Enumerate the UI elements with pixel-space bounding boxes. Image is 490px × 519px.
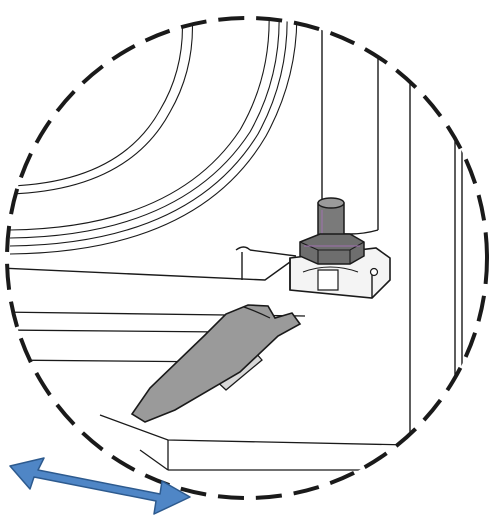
wrench-body bbox=[130, 304, 302, 423]
adjustable-foot-icon bbox=[289, 197, 391, 299]
open-end-wrench-icon bbox=[130, 304, 302, 423]
magnifier-outline bbox=[5, 16, 489, 500]
magnified-view bbox=[7, 18, 463, 471]
double-arrow-icon bbox=[9, 457, 191, 515]
lock-nut bbox=[299, 233, 365, 265]
cabinet-bottom-edge bbox=[7, 246, 297, 281]
drum-door-rings bbox=[9, 18, 298, 255]
